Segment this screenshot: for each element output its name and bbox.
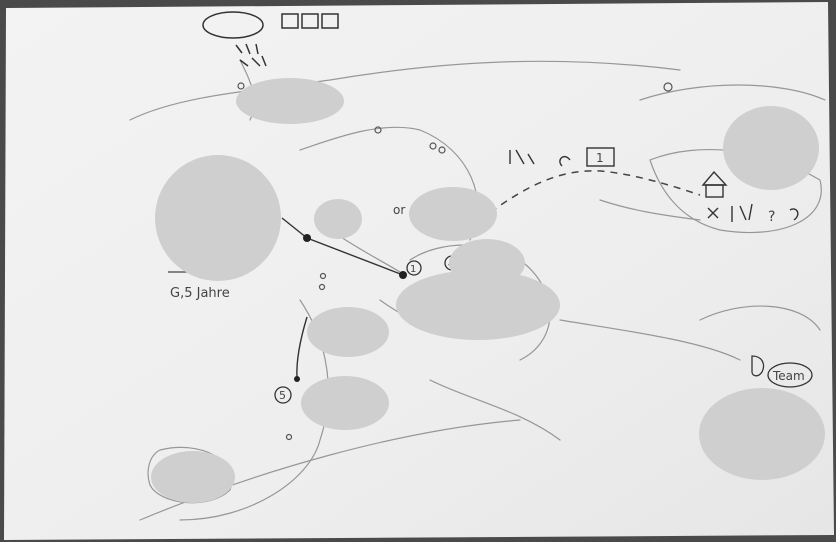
- redaction: [236, 78, 344, 124]
- redaction: [314, 199, 362, 239]
- redaction: [151, 451, 235, 503]
- box-1-label: 1: [596, 151, 604, 165]
- redaction: [409, 187, 497, 241]
- g5-label: G,5 Jahre: [170, 286, 230, 301]
- question-mark: ?: [768, 209, 775, 225]
- marker-5: 5: [279, 389, 286, 402]
- redaction: [301, 376, 389, 430]
- redaction: [155, 155, 281, 281]
- marker-1: 1: [410, 264, 416, 275]
- or-label: or: [393, 203, 405, 217]
- ink-dot: [399, 271, 407, 279]
- redaction: [396, 270, 560, 340]
- ink-dot: [303, 234, 311, 242]
- redaction: [723, 106, 819, 190]
- redaction: [699, 388, 825, 480]
- team-label: Team: [772, 369, 805, 383]
- redaction: [307, 307, 389, 357]
- ink-dot: [294, 376, 300, 382]
